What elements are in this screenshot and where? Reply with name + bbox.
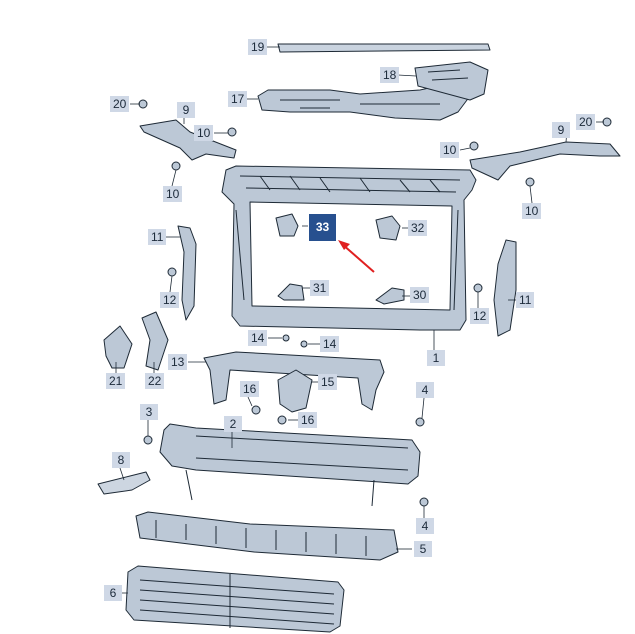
bolt-16-a xyxy=(251,405,261,415)
part-17-air-duct xyxy=(257,79,471,121)
callout-1[interactable]: 1 xyxy=(427,350,445,366)
callout-14-b[interactable]: 14 xyxy=(320,336,340,352)
bolt-12-b xyxy=(473,283,483,293)
callout-22[interactable]: 22 xyxy=(145,373,165,389)
bolt-12-a xyxy=(167,267,177,277)
callout-11-left[interactable]: 11 xyxy=(148,229,167,245)
part-11-right-guide xyxy=(493,239,517,337)
bolt-10-c xyxy=(469,141,479,151)
callout-18[interactable]: 18 xyxy=(380,67,400,83)
callout-8[interactable]: 8 xyxy=(112,452,130,468)
callout-32[interactable]: 32 xyxy=(408,220,428,236)
callout-14-a[interactable]: 14 xyxy=(248,330,268,346)
callout-4-bottom[interactable]: 4 xyxy=(416,518,434,534)
part-19-seal-strip xyxy=(277,43,491,53)
callout-2[interactable]: 2 xyxy=(224,416,242,432)
part-31-bracket xyxy=(277,283,305,301)
bolt-10-b xyxy=(171,161,181,171)
bolt-4-a xyxy=(415,417,425,427)
callout-9-right[interactable]: 9 xyxy=(552,122,570,138)
callout-15[interactable]: 15 xyxy=(318,374,338,390)
callout-12-right[interactable]: 12 xyxy=(470,308,490,324)
callout-16-a[interactable]: 16 xyxy=(240,381,260,397)
bolt-3 xyxy=(143,435,153,445)
part-5-air-guide xyxy=(135,511,399,561)
bolt-10-a xyxy=(227,127,237,137)
callout-21[interactable]: 21 xyxy=(106,373,126,389)
part-11-left-guide xyxy=(177,225,197,321)
callout-31[interactable]: 31 xyxy=(310,280,330,296)
callout-10-d[interactable]: 10 xyxy=(522,203,542,219)
part-21-deflector xyxy=(103,325,133,369)
part-8-towing-eye xyxy=(97,471,151,495)
part-15-bracket xyxy=(277,369,313,413)
callout-3[interactable]: 3 xyxy=(140,404,158,420)
part-32-clip xyxy=(375,215,401,241)
callout-19[interactable]: 19 xyxy=(248,39,268,55)
callout-9-left[interactable]: 9 xyxy=(177,102,195,118)
callout-16-b[interactable]: 16 xyxy=(298,412,318,428)
part-2-bumper-carrier xyxy=(159,423,421,485)
part-13-crossmember xyxy=(203,351,385,411)
bolt-16-b xyxy=(277,415,287,425)
callout-5[interactable]: 5 xyxy=(414,541,432,557)
bolt-4-b xyxy=(419,497,429,507)
bolt-10-d xyxy=(525,177,535,187)
callout-4-top[interactable]: 4 xyxy=(416,382,434,398)
part-30-bracket xyxy=(375,287,405,305)
callout-10-a[interactable]: 10 xyxy=(194,125,214,141)
callout-11-right[interactable]: 11 xyxy=(516,292,535,308)
highlight-arrow xyxy=(338,240,375,273)
callout-17[interactable]: 17 xyxy=(228,91,248,107)
callout-10-b[interactable]: 10 xyxy=(163,186,183,202)
callout-20-left[interactable]: 20 xyxy=(110,96,130,112)
bolt-20-right xyxy=(602,117,612,127)
callout-10-c[interactable]: 10 xyxy=(440,142,460,158)
callout-20-right[interactable]: 20 xyxy=(576,114,596,130)
part-9-left-bracket xyxy=(139,119,237,161)
callout-12-left[interactable]: 12 xyxy=(160,292,180,308)
part-9-right-bracket xyxy=(469,141,621,181)
bolt-20-left xyxy=(138,99,148,109)
part-22-deflector xyxy=(141,311,169,371)
part-33-clip xyxy=(275,213,299,237)
bolt-14-b xyxy=(300,340,308,348)
callout-33-highlighted[interactable]: 33 xyxy=(309,214,336,241)
callout-6[interactable]: 6 xyxy=(104,585,122,601)
callout-13[interactable]: 13 xyxy=(168,354,188,370)
callout-30[interactable]: 30 xyxy=(410,287,430,303)
bolt-14-a xyxy=(282,334,290,342)
